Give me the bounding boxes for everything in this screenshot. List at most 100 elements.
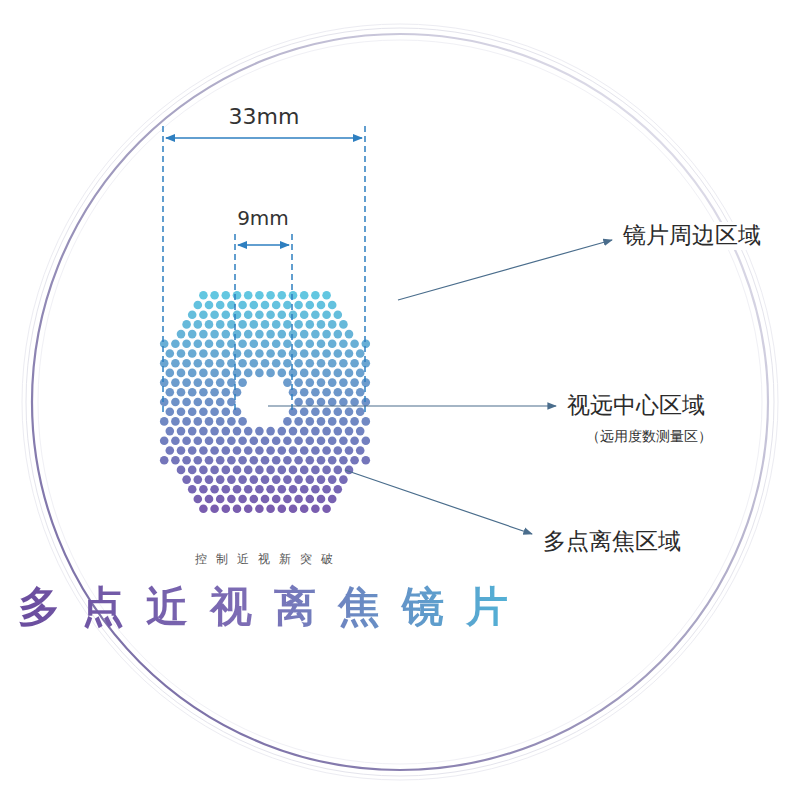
defocus-dot — [322, 504, 331, 513]
defocus-dot — [216, 456, 225, 465]
defocus-dot — [238, 475, 247, 484]
defocus-dot — [238, 301, 247, 310]
defocus-dot — [334, 466, 343, 475]
defocus-dot — [356, 369, 365, 378]
defocus-dot — [205, 340, 214, 349]
defocus-dot — [339, 417, 348, 426]
defocus-dot — [160, 378, 169, 387]
defocus-dot — [233, 485, 242, 494]
defocus-dot — [306, 475, 315, 484]
defocus-dot — [350, 378, 359, 387]
defocus-dot — [317, 301, 326, 310]
defocus-dot — [194, 340, 203, 349]
defocus-dot — [160, 417, 169, 426]
defocus-dot — [306, 359, 315, 368]
defocus-dot — [294, 320, 303, 329]
defocus-dot — [216, 475, 225, 484]
defocus-dot — [356, 427, 365, 436]
defocus-dot — [166, 388, 175, 397]
defocus-dot — [362, 378, 371, 387]
defocus-dot — [334, 388, 343, 397]
tagline: 控制近视新突破 — [195, 552, 342, 566]
defocus-dot — [362, 359, 371, 368]
defocus-dot — [350, 417, 359, 426]
defocus-dot — [244, 466, 253, 475]
defocus-dot — [317, 398, 326, 407]
defocus-dot — [205, 417, 214, 426]
defocus-dot — [182, 436, 191, 445]
defocus-dot — [171, 398, 180, 407]
dimension-label: 9mm — [237, 206, 289, 230]
defocus-dot — [294, 475, 303, 484]
defocus-dot — [339, 398, 348, 407]
defocus-dot — [238, 359, 247, 368]
defocus-dot — [177, 427, 186, 436]
defocus-dot — [362, 398, 371, 407]
dimension-label: 33mm — [229, 104, 300, 130]
defocus-dot — [182, 359, 191, 368]
defocus-dot — [300, 369, 309, 378]
defocus-dot — [278, 369, 287, 378]
defocus-dot — [362, 417, 371, 426]
defocus-dot — [266, 504, 275, 513]
defocus-dot — [199, 349, 208, 358]
defocus-dot — [238, 495, 247, 504]
defocus-dot — [294, 301, 303, 310]
defocus-dot — [278, 330, 287, 339]
defocus-dot — [345, 407, 354, 416]
defocus-dot — [328, 320, 337, 329]
defocus-dot — [294, 436, 303, 445]
defocus-dot — [233, 407, 242, 416]
defocus-dot — [244, 446, 253, 455]
defocus-dot — [289, 291, 298, 300]
defocus-dot — [283, 301, 292, 310]
defocus-dot — [317, 495, 326, 504]
defocus-dot — [339, 320, 348, 329]
defocus-dot — [328, 495, 337, 504]
region-note: （远用度数测量区） — [583, 428, 715, 445]
defocus-dot — [199, 369, 208, 378]
defocus-dot — [199, 446, 208, 455]
defocus-dot — [166, 446, 175, 455]
defocus-dot — [311, 310, 320, 319]
defocus-dot — [216, 340, 225, 349]
defocus-dot — [317, 378, 326, 387]
defocus-dot — [289, 369, 298, 378]
defocus-dot — [166, 407, 175, 416]
defocus-dot — [300, 291, 309, 300]
defocus-dot — [311, 369, 320, 378]
defocus-dot — [317, 359, 326, 368]
defocus-dot — [188, 407, 197, 416]
defocus-dot — [306, 417, 315, 426]
lens-rings — [22, 24, 778, 780]
defocus-dot — [182, 475, 191, 484]
defocus-dot — [210, 349, 219, 358]
defocus-dot — [294, 359, 303, 368]
defocus-dot — [294, 398, 303, 407]
defocus-dot — [188, 369, 197, 378]
defocus-dot — [238, 378, 247, 387]
defocus-dot — [160, 456, 169, 465]
defocus-dot — [311, 291, 320, 300]
defocus-dot — [311, 485, 320, 494]
defocus-dot — [283, 359, 292, 368]
defocus-dot — [322, 407, 331, 416]
defocus-dot — [177, 369, 186, 378]
defocus-dot — [188, 485, 197, 494]
defocus-dot — [255, 427, 264, 436]
defocus-dot — [306, 456, 315, 465]
defocus-dot — [177, 466, 186, 475]
defocus-dot — [250, 495, 259, 504]
defocus-dot — [210, 427, 219, 436]
defocus-dot — [177, 349, 186, 358]
defocus-dot — [334, 349, 343, 358]
defocus-dot — [227, 456, 236, 465]
defocus-dot — [205, 436, 214, 445]
defocus-dot — [266, 485, 275, 494]
defocus-dot — [356, 407, 365, 416]
defocus-dot — [199, 388, 208, 397]
defocus-dot — [233, 291, 242, 300]
defocus-dot — [194, 320, 203, 329]
defocus-dot — [345, 330, 354, 339]
defocus-dot — [272, 320, 281, 329]
